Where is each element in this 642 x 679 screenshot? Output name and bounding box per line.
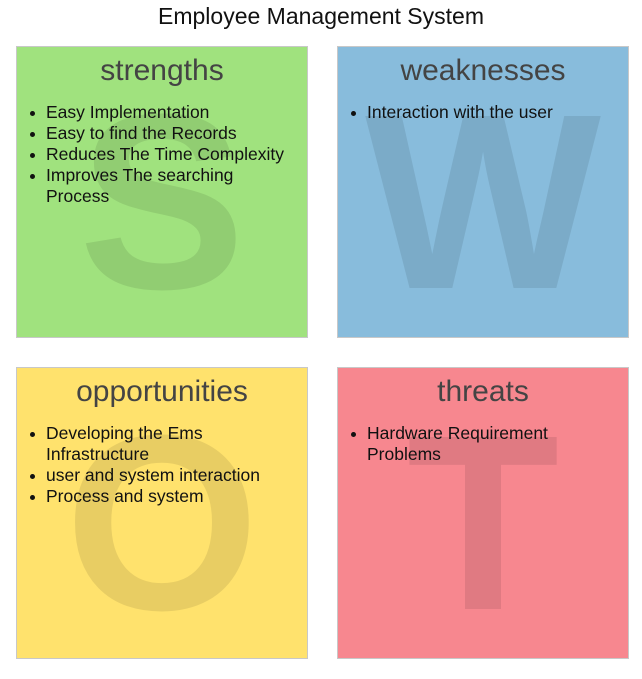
strengths-watermark-letter: S <box>78 62 246 338</box>
opportunities-quadrant: O opportunities Developing the Ems Infra… <box>16 367 308 659</box>
strengths-quadrant: S strengths Easy Implementation Easy to … <box>16 46 308 338</box>
list-item: Improves The searching Process <box>30 165 299 207</box>
opportunities-list: Developing the Ems Infrastructure user a… <box>30 423 299 507</box>
list-item: user and system interaction <box>30 465 299 486</box>
list-item: Hardware Requirement Problems <box>351 423 620 465</box>
list-item: Easy Implementation <box>30 102 299 123</box>
threats-heading: threats <box>437 375 529 408</box>
list-item: Interaction with the user <box>351 102 620 123</box>
threats-watermark-letter: T <box>406 383 560 659</box>
strengths-heading: strengths <box>100 54 224 87</box>
opportunities-watermark-letter: O <box>64 383 260 659</box>
strengths-list: Easy Implementation Easy to find the Rec… <box>30 102 299 207</box>
threats-quadrant: T threats Hardware Requirement Problems <box>337 367 629 659</box>
list-item: Reduces The Time Complexity <box>30 144 299 165</box>
weaknesses-quadrant: W weaknesses Interaction with the user <box>337 46 629 338</box>
weaknesses-heading: weaknesses <box>400 54 566 87</box>
list-item: Process and system <box>30 486 299 507</box>
weaknesses-list: Interaction with the user <box>351 102 620 123</box>
opportunities-heading: opportunities <box>76 375 248 408</box>
list-item: Developing the Ems Infrastructure <box>30 423 299 465</box>
list-item: Easy to find the Records <box>30 123 299 144</box>
weaknesses-watermark-letter: W <box>365 62 601 338</box>
threats-list: Hardware Requirement Problems <box>351 423 620 465</box>
page-title: Employee Management System <box>158 3 484 29</box>
